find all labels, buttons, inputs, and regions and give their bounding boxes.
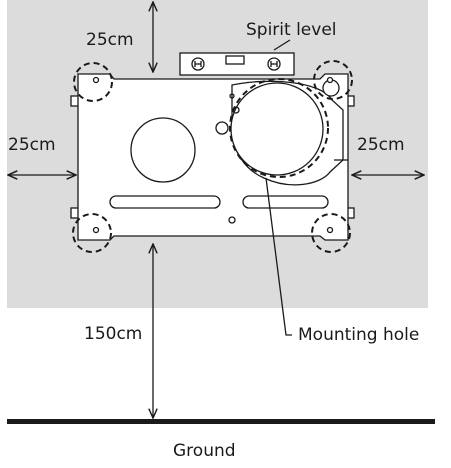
mounting-hole [230, 82, 324, 176]
ground-label: Ground [173, 441, 236, 461]
top-clearance-label: 25cm [86, 30, 134, 50]
spirit-level-label: Spirit level [246, 20, 337, 40]
dimension-arrows [8, 2, 424, 418]
mounting-bracket [70, 73, 355, 241]
mounting-hole-label: Mounting hole [298, 325, 420, 345]
ground-line [7, 419, 435, 424]
right-clearance-label: 25cm [357, 135, 405, 155]
cable-cutout [130, 117, 196, 183]
floor-height-label: 150cm [84, 324, 143, 344]
left-clearance-label: 25cm [8, 135, 56, 155]
mounting-hole-leader [265, 177, 292, 336]
spirit-level-leader [273, 39, 291, 51]
dashed-highlights [72, 60, 353, 253]
spirit-level-icon [179, 52, 295, 76]
